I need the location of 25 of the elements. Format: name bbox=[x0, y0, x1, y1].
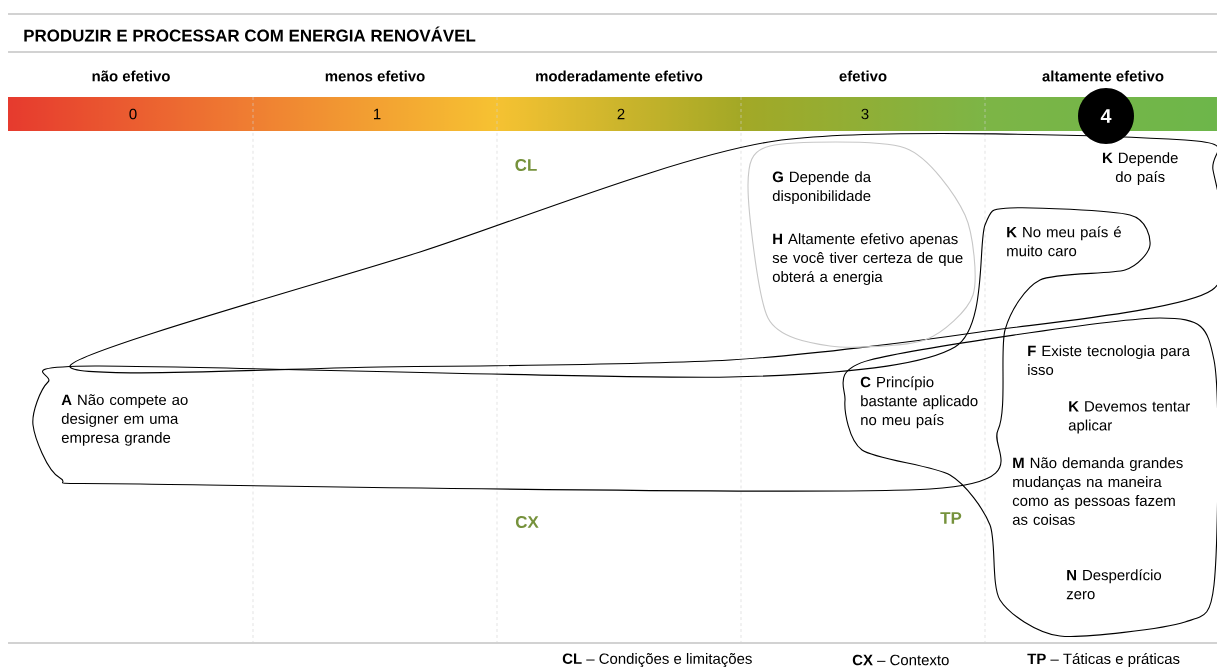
scale-number: 3 bbox=[861, 108, 869, 120]
statement-text: K Devemos tentar aplicar bbox=[1068, 401, 1190, 434]
statement-text: A Não compete ao designer em uma empresa grande bbox=[61, 394, 188, 446]
statement-text: M Não demanda grandes mudanças na maneira como as pessoas fazem as coisas bbox=[1012, 457, 1183, 525]
group-label: CL bbox=[515, 159, 537, 171]
scale-number: 0 bbox=[129, 108, 137, 120]
legend-text: TP – Táticas e práticas bbox=[1027, 652, 1180, 668]
statement-text: H Altamente efetivo apenas se você tiver certeza de que obterá a energia bbox=[772, 233, 963, 285]
group-label: CX bbox=[515, 516, 539, 528]
title: PRODUZIR E PROCESSAR COM ENERGIA RENOVÁVEL bbox=[24, 26, 476, 42]
statement-text: K No meu país é muito caro bbox=[1007, 226, 1121, 257]
legend-text: CX – Contexto bbox=[852, 654, 949, 666]
column-header: efetivo bbox=[839, 70, 887, 82]
statement-text: G Depende da disponibilidade bbox=[772, 171, 872, 205]
statement-text: C Princípio bastante aplicado no meu país bbox=[860, 376, 978, 429]
statement-text: N Desperdício zero bbox=[1066, 569, 1162, 600]
statement-text: F Existe tecnologia para isso bbox=[1028, 345, 1190, 376]
scale-number: 1 bbox=[374, 108, 381, 120]
statement-text: K Depende do país bbox=[1103, 152, 1178, 186]
column-header: não efetivo bbox=[92, 70, 170, 82]
scale-number: 2 bbox=[617, 108, 625, 120]
column-header: menos efetivo bbox=[325, 70, 425, 82]
legend-text: CL – Condições e limitações bbox=[562, 653, 752, 667]
group-label: TP bbox=[940, 512, 962, 524]
column-header: moderadamente efetivo bbox=[536, 70, 703, 82]
